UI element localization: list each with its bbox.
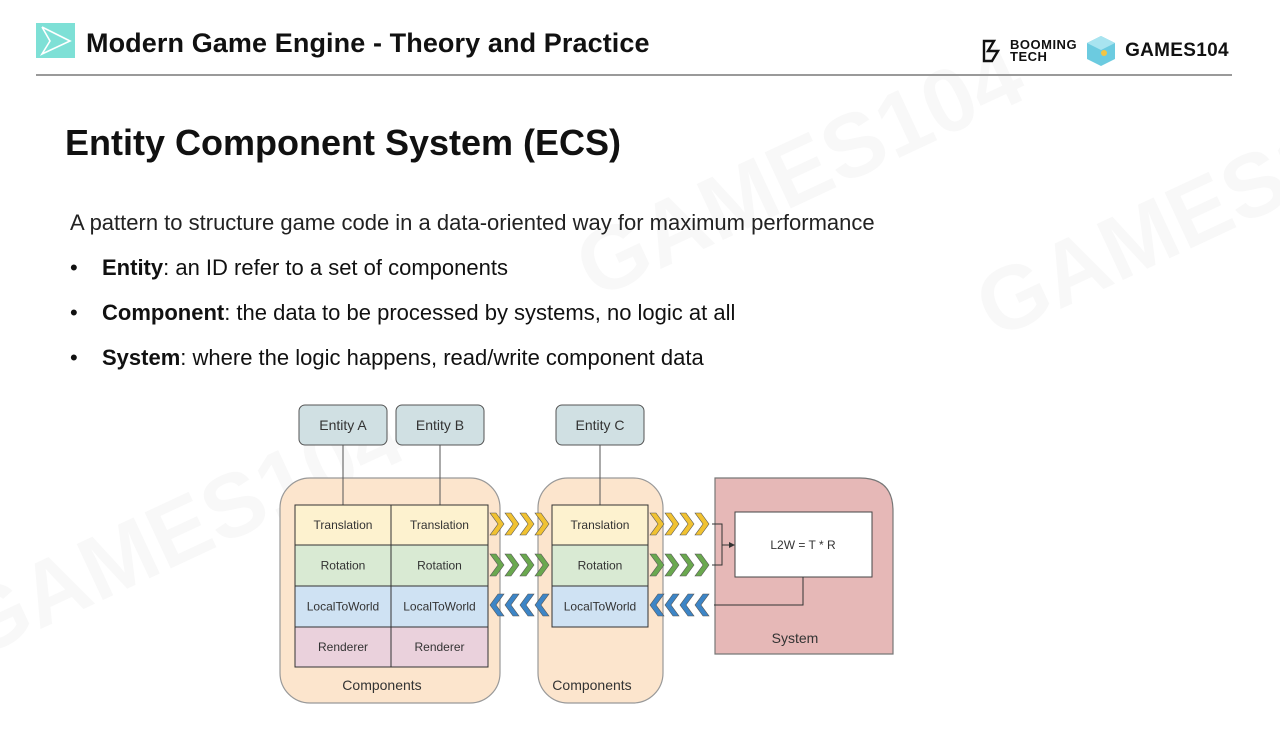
chevron-right-yellow-icon	[489, 512, 505, 536]
chevron-right-green-icon	[519, 553, 535, 577]
course-logo-icon	[36, 23, 75, 58]
entity-b: Entity B	[395, 404, 485, 446]
chevron-right-green-icon	[534, 553, 550, 577]
cell-label: Translation	[410, 518, 469, 532]
booming-tech-logo-icon	[982, 39, 1001, 63]
chevron-right-green-icon	[679, 553, 695, 577]
cell-label: Rotation	[417, 559, 462, 573]
chevron-left-blue-icon	[534, 593, 550, 617]
games104-wordmark: GAMES104	[1125, 40, 1229, 61]
chunk-2-label: Components	[552, 677, 631, 693]
svg-text:Entity A: Entity A	[319, 417, 367, 433]
chevron-right-green-icon	[694, 553, 710, 577]
games104-cube-icon	[1087, 36, 1116, 66]
cell-label: Rotation	[578, 559, 623, 573]
cell-label: LocalToWorld	[564, 600, 636, 614]
bullet-entity: •Entity: an ID refer to a set of compone…	[70, 255, 508, 280]
cell-b-renderer	[390, 626, 489, 668]
chevron-left-blue-icon	[519, 593, 535, 617]
cell-label: LocalToWorld	[307, 600, 379, 614]
chevron-right-yellow-icon	[664, 512, 680, 536]
system-label: System	[772, 630, 819, 646]
chevron-right-yellow-icon	[694, 512, 710, 536]
booming-tech-wordmark: BOOMING TECH	[1010, 37, 1078, 64]
header-title: Modern Game Engine - Theory and Practice	[86, 28, 650, 58]
svg-text:Entity B: Entity B	[416, 417, 464, 433]
chevron-right-yellow-icon	[679, 512, 695, 536]
chevron-right-green-icon	[664, 553, 680, 577]
chevron-right-yellow-icon	[649, 512, 665, 536]
brand-logos: BOOMING TECH GAMES104	[982, 34, 1229, 68]
cell-b-localtoworld	[390, 585, 489, 628]
cell-label: LocalToWorld	[403, 600, 475, 614]
cell-label: Renderer	[414, 640, 464, 654]
chunk-1-label: Components	[342, 677, 421, 693]
bullet-system: •System: where the logic happens, read/w…	[70, 345, 704, 370]
header-divider	[36, 74, 1232, 76]
chevron-right-green-icon	[489, 553, 505, 577]
cell-label: Renderer	[318, 640, 368, 654]
chevron-right-green-icon	[504, 553, 520, 577]
cell-c-localtoworld	[551, 585, 649, 628]
cell-a-renderer	[294, 626, 392, 668]
cell-b-translation	[390, 504, 489, 546]
cell-label: Translation	[571, 518, 630, 532]
chevron-left-blue-icon	[504, 593, 520, 617]
chevron-left-blue-icon	[489, 593, 505, 617]
chevron-right-yellow-icon	[504, 512, 520, 536]
chevron-left-blue-icon	[694, 593, 710, 617]
entity-c: Entity C	[555, 404, 645, 446]
intro-text: A pattern to structure game code in a da…	[70, 210, 875, 235]
formula-text: L2W = T * R	[770, 538, 836, 552]
cell-label: Translation	[314, 518, 373, 532]
chevron-left-blue-icon	[649, 593, 665, 617]
cell-c-rotation	[551, 544, 649, 587]
cell-label: Rotation	[321, 559, 366, 573]
cell-b-rotation	[390, 544, 489, 587]
slide-title: Entity Component System (ECS)	[65, 122, 622, 163]
entity-a: Entity A	[298, 404, 388, 446]
chevron-right-green-icon	[649, 553, 665, 577]
chevron-right-yellow-icon	[534, 512, 550, 536]
bullet-component: •Component: the data to be processed by …	[70, 300, 736, 325]
chevron-left-blue-icon	[664, 593, 680, 617]
chevron-left-blue-icon	[679, 593, 695, 617]
bullet-list: •Entity: an ID refer to a set of compone…	[70, 255, 735, 390]
chevron-right-yellow-icon	[519, 512, 535, 536]
svg-text:Entity C: Entity C	[575, 417, 624, 433]
